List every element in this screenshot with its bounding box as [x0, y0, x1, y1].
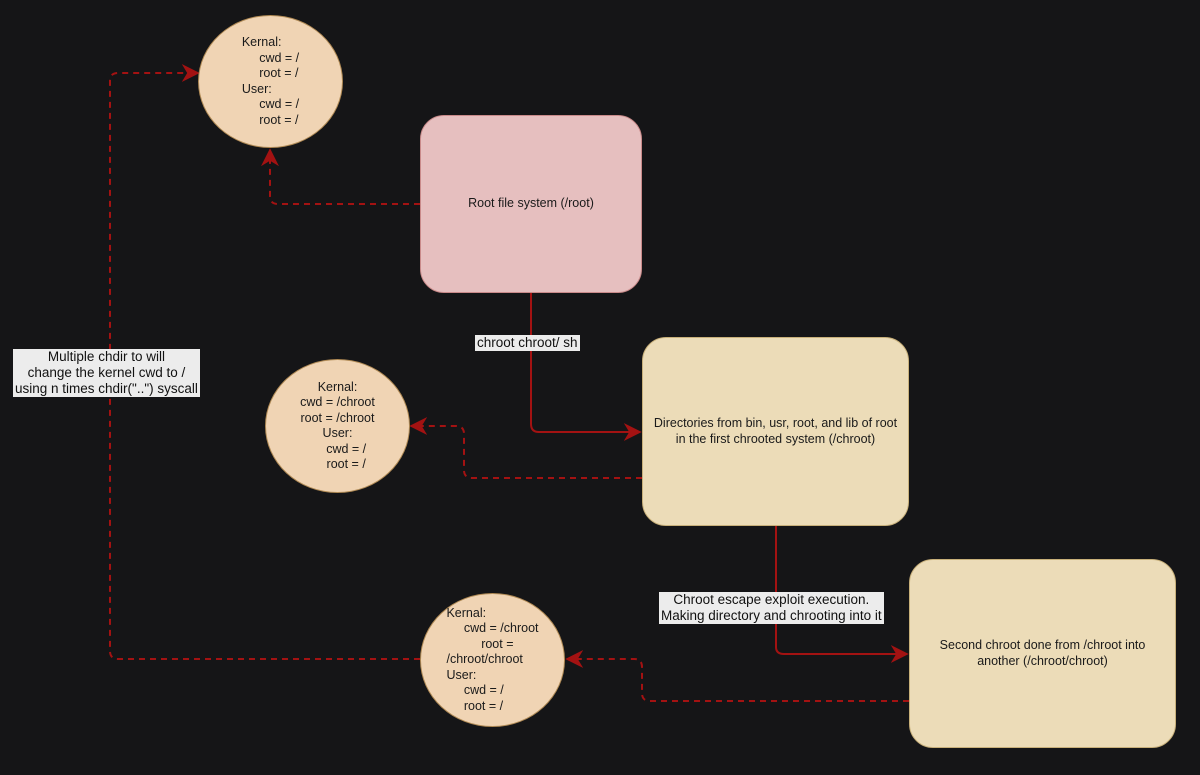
edge-first-chroot-to-state-middle [409, 417, 642, 479]
state-middle-node: Kernal: cwd = /chroot root = /chroot Use… [265, 359, 410, 493]
first-chroot-label: Directories from bin, usr, root, and lib… [653, 416, 898, 446]
edge-first-to-second-chroot [775, 526, 909, 663]
edge-label-chdir-note: Multiple chdir to will change the kernel… [13, 349, 200, 397]
state-top-node: Kernal: cwd = / root = / User: cwd = / r… [198, 15, 343, 148]
edge-root-to-first-chroot [530, 293, 642, 441]
edge-label-chroot-command: chroot chroot/ sh [475, 335, 580, 351]
second-chroot-node: Second chroot done from /chroot into ano… [909, 559, 1176, 748]
edge-root-to-state-top [261, 148, 420, 205]
state-top-label: Kernal: cwd = / root = / User: cwd = / r… [241, 35, 300, 127]
edge-label-escape-exploit: Chroot escape exploit execution. Making … [659, 592, 884, 624]
state-middle-label: Kernal: cwd = /chroot root = /chroot Use… [300, 379, 375, 472]
state-bottom-label: Kernal: cwd = /chroot root = /chroot/chr… [446, 605, 539, 713]
first-chroot-node: Directories from bin, usr, root, and lib… [642, 337, 909, 526]
edge-second-chroot-to-state-bottom [565, 650, 909, 702]
root-filesystem-node: Root file system (/root) [420, 115, 642, 293]
second-chroot-label: Second chroot done from /chroot into ano… [939, 638, 1146, 668]
state-bottom-node: Kernal: cwd = /chroot root = /chroot/chr… [420, 593, 565, 727]
root-filesystem-label: Root file system (/root) [468, 196, 594, 211]
